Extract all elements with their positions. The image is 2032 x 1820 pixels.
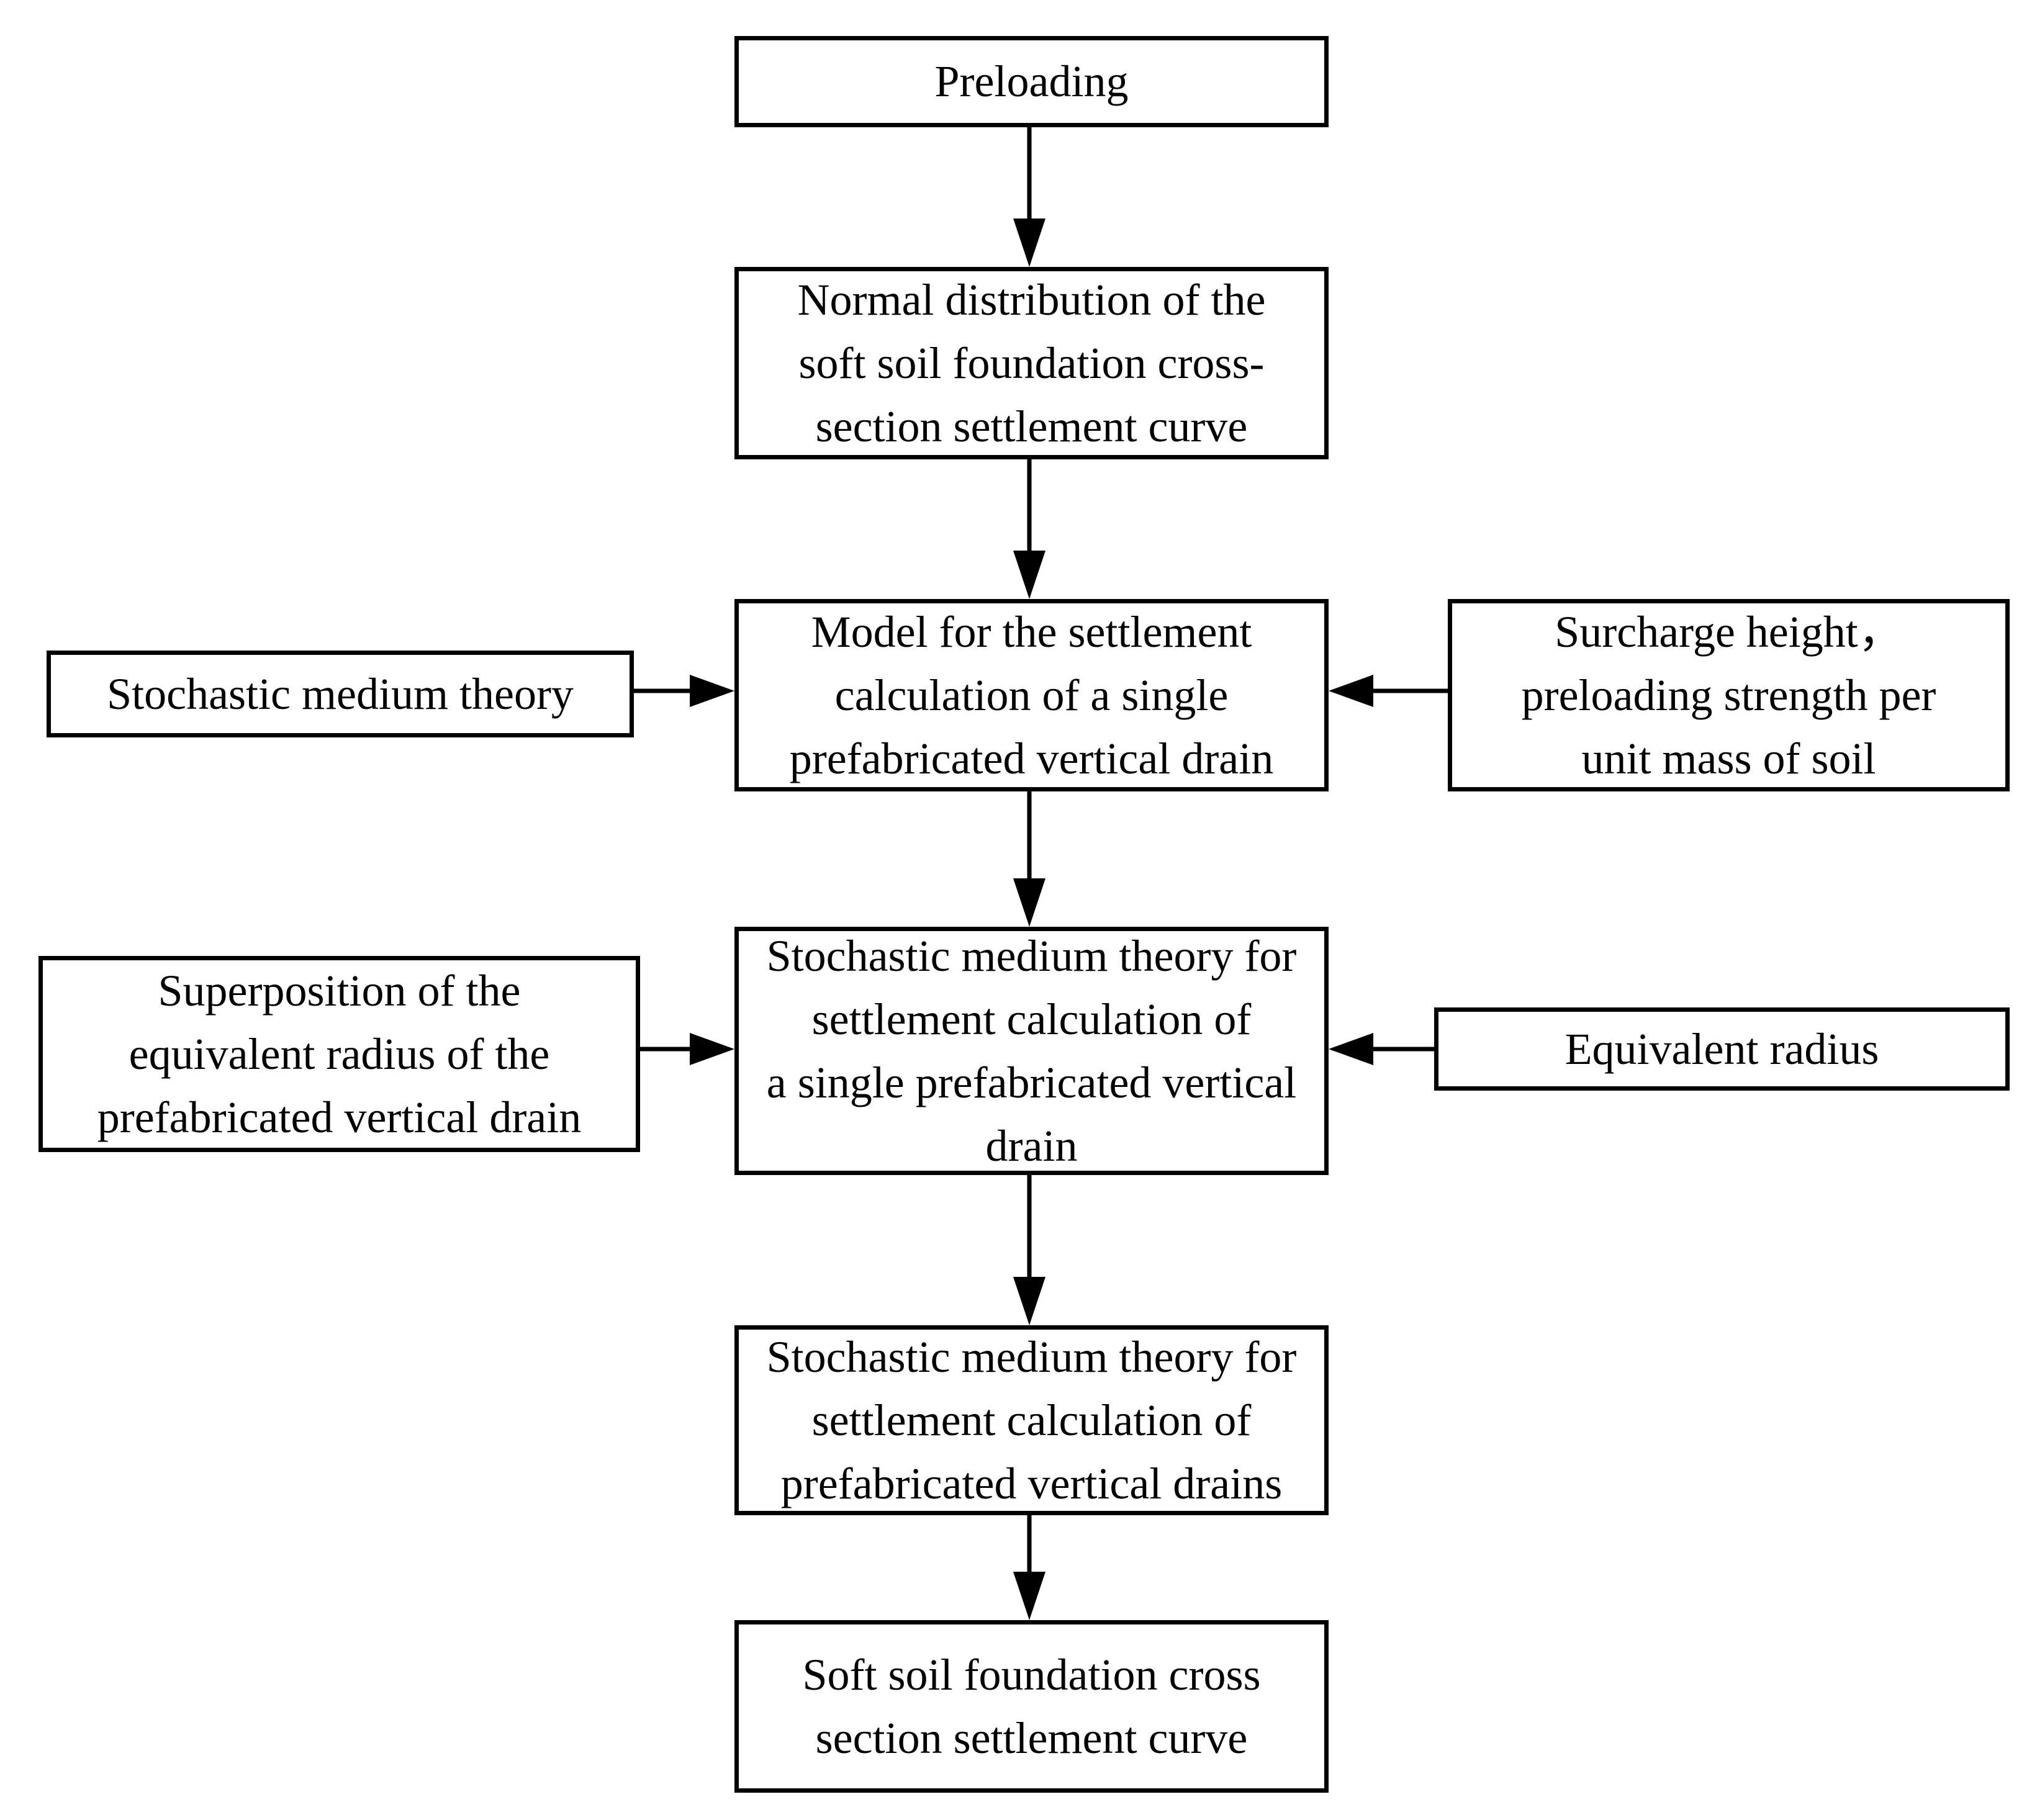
edge-equivalent-radius-to-smt-single-drain-arrow (1329, 1033, 1434, 1065)
edge-smt-single-drain-to-smt-drains-arrow (1013, 1175, 1045, 1325)
node-stochastic-medium-theory: Stochastic medium theory (47, 651, 634, 737)
node-superposition-equivalent-radius: Superposition of the equivalent radius o… (38, 956, 640, 1152)
node-model-single-drain: Model for the settlement calculation of … (734, 599, 1329, 791)
node-settlement-curve: Soft soil foundation cross section settl… (734, 1620, 1329, 1793)
node-surcharge-height: Surcharge height， preloading strength pe… (1448, 599, 2010, 791)
edge-superposition-to-smt-single-drain-arrow (640, 1033, 734, 1065)
node-equivalent-radius: Equivalent radius (1434, 1007, 2010, 1091)
node-preloading: Preloading (734, 36, 1329, 127)
edge-stochastic-theory-to-model-arrow (634, 675, 734, 707)
edge-surcharge-to-model-arrow (1329, 675, 1448, 707)
edge-preloading-to-normal-distribution-arrow (1013, 127, 1045, 267)
node-smt-single-drain: Stochastic medium theory for settlement … (734, 927, 1329, 1175)
node-normal-distribution: Normal distribution of the soft soil fou… (734, 267, 1329, 459)
edge-model-to-smt-single-drain-arrow (1013, 791, 1045, 927)
edge-smt-drains-to-settlement-curve-arrow (1013, 1515, 1045, 1620)
node-smt-drains: Stochastic medium theory for settlement … (734, 1325, 1329, 1515)
edge-normal-distribution-to-model-arrow (1013, 459, 1045, 599)
